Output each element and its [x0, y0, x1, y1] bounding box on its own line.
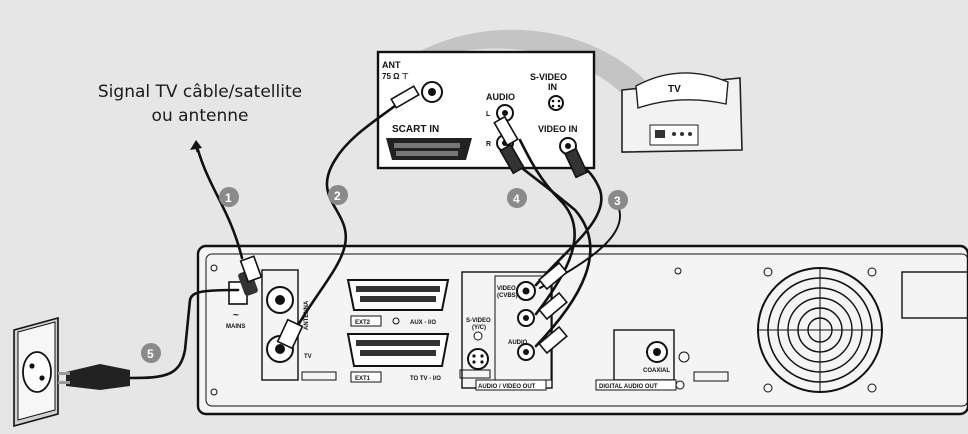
- tv-scart-socket: [386, 138, 472, 160]
- svg-text:4: 4: [513, 192, 520, 206]
- signal-source-caption: Signal TV câble/satellite ou antenne: [60, 80, 340, 128]
- svideo-in-label-2: IN: [548, 82, 557, 92]
- step-5-marker: 5: [141, 343, 161, 363]
- mains-tilde: ~: [233, 310, 239, 321]
- svg-text:5: 5: [147, 347, 154, 361]
- scart-in-label: SCART IN: [392, 124, 439, 135]
- rf-cable: [288, 100, 402, 342]
- ext1-label: EXT1: [355, 376, 371, 382]
- mains-label: MAINS: [226, 324, 245, 330]
- tv-svideo-socket: [548, 95, 564, 111]
- audio-l-cable: [518, 138, 576, 316]
- svideo-in-label-1: S-VIDEO: [530, 72, 567, 82]
- svideo-yc-label-2: (Y/C): [472, 325, 486, 331]
- svg-text:1: 1: [225, 191, 232, 205]
- audio-r-cable: [510, 158, 592, 348]
- to-tv-label: TO TV - I/O: [410, 376, 441, 382]
- audio-r-label: R: [486, 141, 491, 148]
- step-1-marker: 1: [219, 187, 239, 207]
- mains-plug: [66, 364, 130, 390]
- tv-set: TV: [621, 72, 743, 153]
- tv-out-label: TV: [304, 354, 312, 360]
- svg-text:3: 3: [614, 194, 621, 208]
- step-4-marker: 4: [507, 188, 527, 208]
- av-out-label: AUDIO / VIDEO OUT: [478, 384, 536, 390]
- plugs: [58, 85, 588, 390]
- step-2-marker: 2: [328, 185, 348, 205]
- video-in-label: VIDEO IN: [538, 124, 578, 134]
- caption-line-1: Signal TV câble/satellite: [97, 82, 303, 102]
- svg-text:2: 2: [334, 189, 341, 203]
- aux-label: AUX - I/O: [410, 320, 436, 326]
- ant-label: ANT: [382, 60, 401, 70]
- coaxial-label: COAXIAL: [643, 368, 670, 374]
- recorder-rear-panel: ~ MAINS ANTENNA TV EXT2 AUX - I/O EXT1 T…: [196, 244, 968, 416]
- audio-l-label: L: [486, 111, 491, 118]
- wall-outlet: [13, 316, 59, 428]
- tv-rear-panel: ANT 75 Ω ⊤ SCART IN AUDIO L R S-VIDEO IN…: [376, 50, 596, 170]
- audio-label: AUDIO: [486, 92, 515, 102]
- ext1-scart: [346, 333, 450, 367]
- video-cvbs-label-2: (CVBS): [497, 293, 518, 299]
- step-markers: 1 2 3 4 5: [141, 185, 628, 363]
- caption-line-2: ou antenne: [151, 106, 249, 126]
- step-3-marker: 3: [608, 190, 628, 210]
- video-cvbs-label-1: VIDEO: [497, 286, 516, 292]
- ant-impedance: 75 Ω ⊤: [382, 72, 409, 81]
- svideo-out-socket: [467, 348, 489, 370]
- digital-audio-out-label: DIGITAL AUDIO OUT: [599, 384, 658, 390]
- signal-arc: [380, 29, 690, 151]
- mains-cable: [128, 288, 240, 380]
- signal-arrow: [190, 140, 202, 153]
- antenna-label: ANTENNA: [304, 300, 310, 330]
- tv-label: TV: [668, 84, 681, 95]
- svideo-yc-label-1: S-VIDEO: [466, 318, 491, 324]
- cooling-fan: [757, 267, 883, 393]
- audio-out-label: AUDIO: [508, 340, 528, 346]
- ext2-label: EXT2: [355, 320, 371, 326]
- ext2-scart: [346, 279, 450, 311]
